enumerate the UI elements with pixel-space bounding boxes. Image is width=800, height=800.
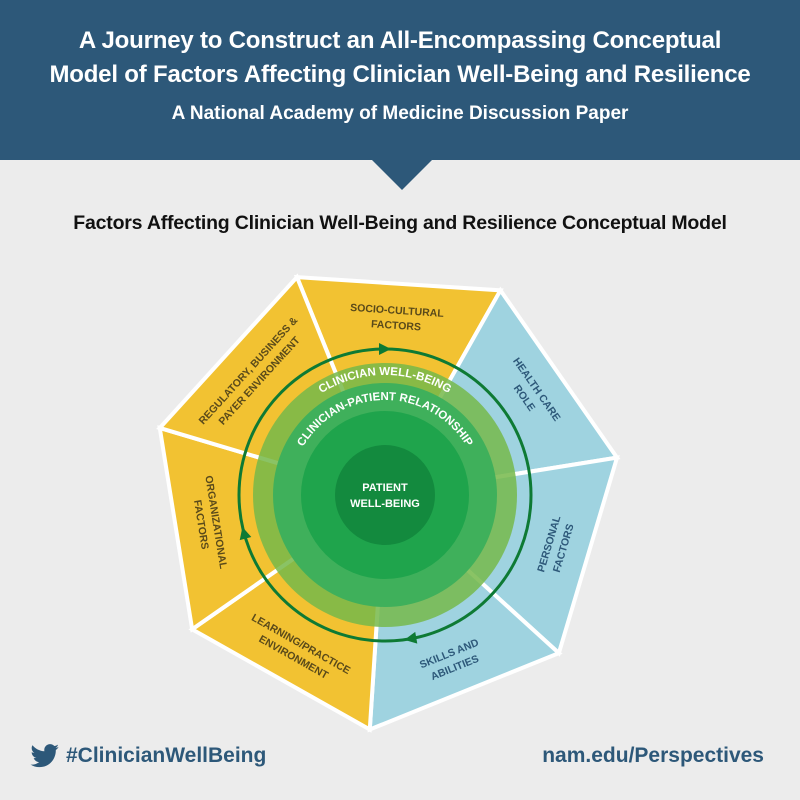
center-label-line1: PATIENT [362,482,408,494]
header-subtitle: A National Academy of Medicine Discussio… [171,103,629,124]
cycle-arrowhead-2 [239,526,252,541]
segment-label-socio-cultural-line2: FACTORS [371,318,422,333]
footer-hashtag[interactable]: #ClinicianWellBeing [30,744,266,768]
header-title: A Journey to Construct an All-Encompassi… [0,24,800,92]
hashtag-text: #ClinicianWellBeing [66,744,267,767]
cycle-arrowhead-3 [404,631,418,644]
footer-url-link[interactable]: nam.edu/Perspectives [542,744,764,767]
center-label-line2: WELL-BEING [350,498,420,510]
center-patient-well-being [335,445,435,545]
header-banner: A Journey to Construct an All-Encompassi… [0,0,800,160]
twitter-icon [30,744,59,768]
title-line-1: A Journey to Construct an All-Encompassi… [78,27,722,54]
model-title: Factors Affecting Clinician Well-Being a… [73,212,727,234]
title-line-2: Model of Factors Affecting Clinician Wel… [49,61,751,88]
cycle-arrowhead-1 [379,343,391,355]
banner-pointer [370,158,434,190]
